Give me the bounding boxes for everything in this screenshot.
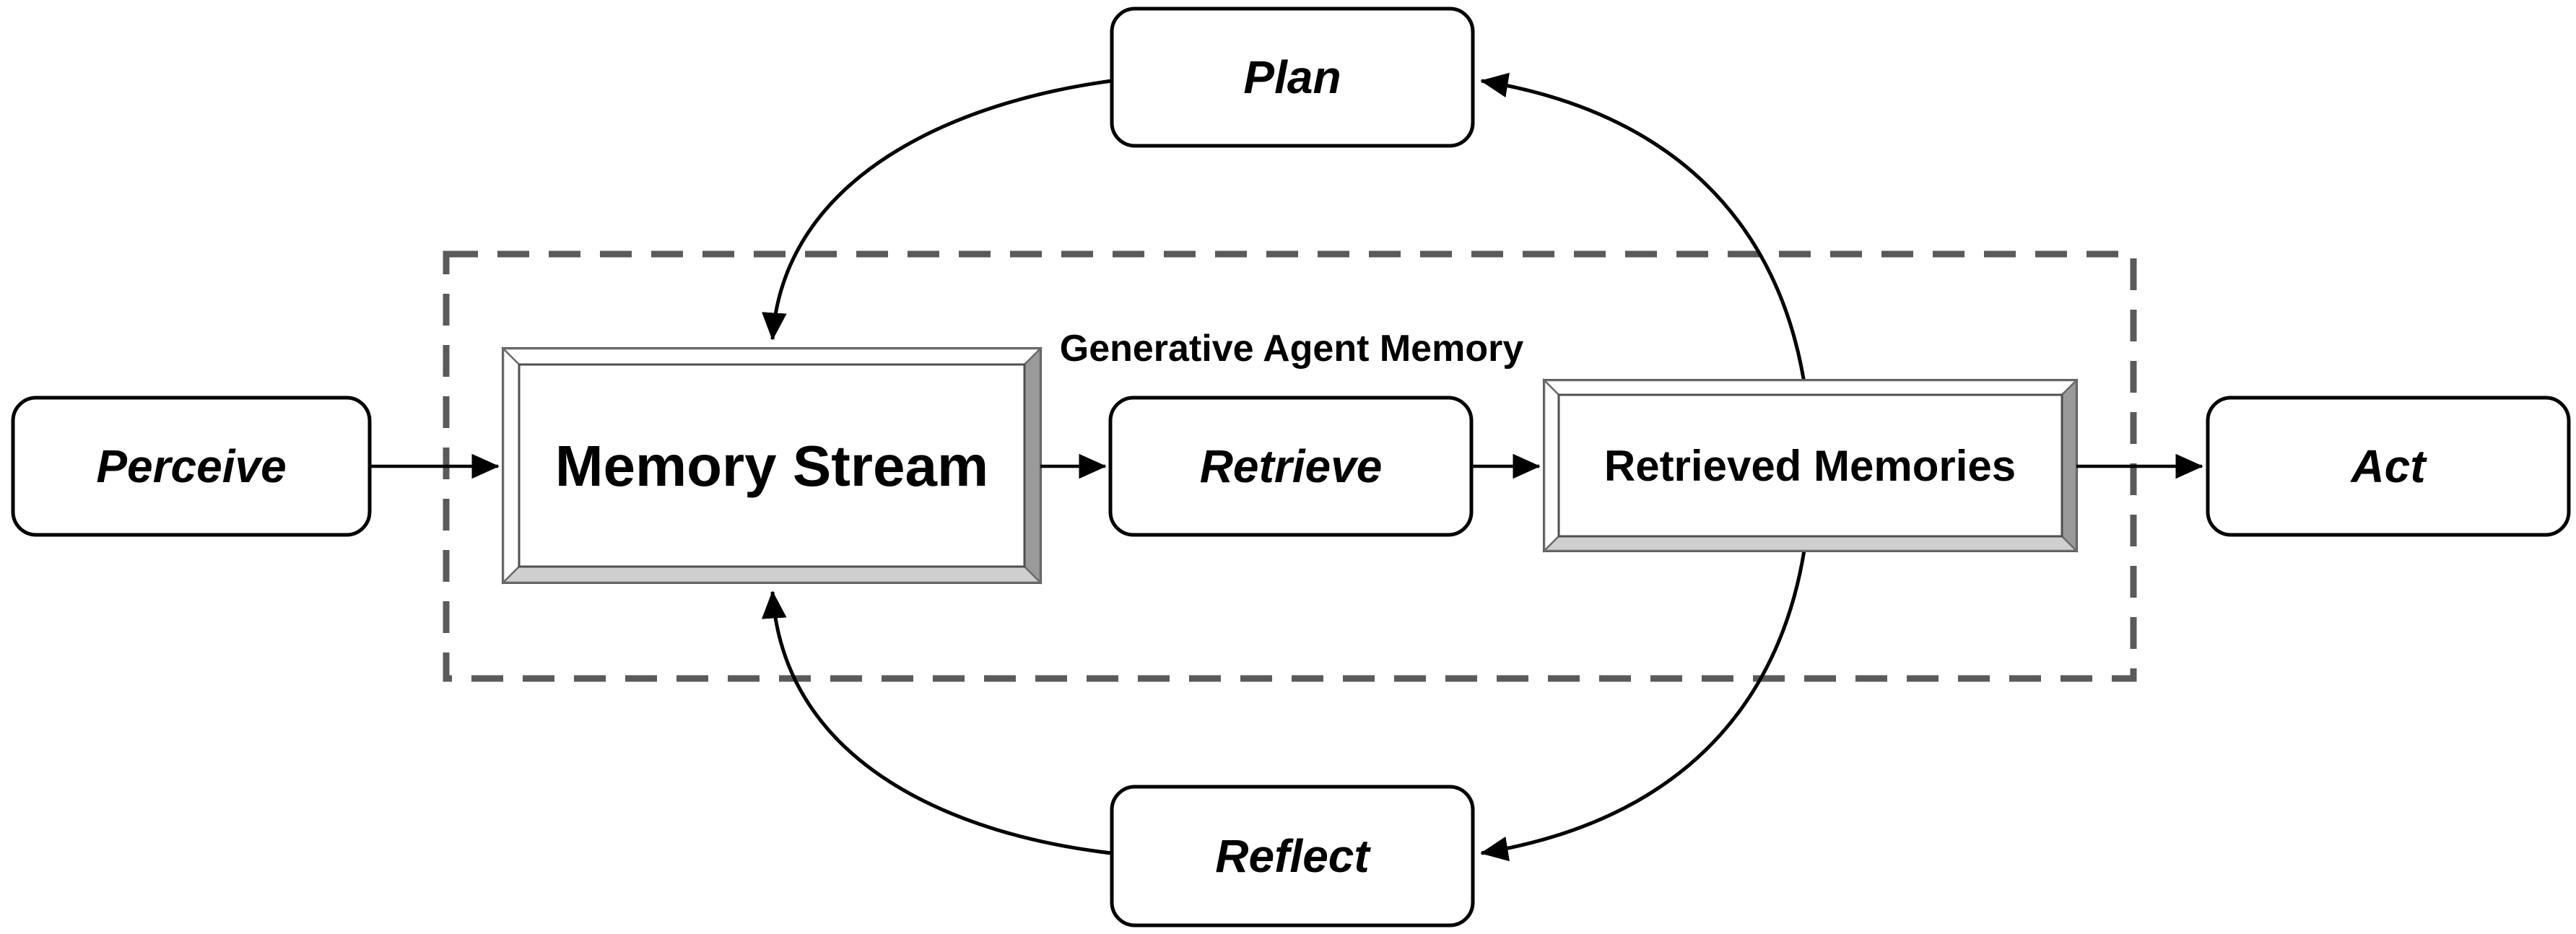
node-perceive: Perceive bbox=[11, 396, 372, 537]
act-box bbox=[2206, 396, 2571, 537]
memory-stream-inner-panel bbox=[518, 363, 1026, 568]
node-act: Act bbox=[2206, 396, 2571, 537]
reflect-box bbox=[1110, 785, 1475, 928]
node-plan: Plan bbox=[1110, 6, 1475, 148]
node-memory-stream: Memory Stream bbox=[500, 346, 1043, 585]
act-label: Act bbox=[2349, 440, 2427, 492]
node-retrieved-memories: Retrieved Memories bbox=[1541, 377, 2079, 554]
retrieved-memories-bevel-right bbox=[2061, 377, 2078, 554]
memory-stream-bevel-right bbox=[1023, 346, 1042, 585]
retrieved-memories-bevel-left bbox=[1543, 377, 1560, 554]
retrieved-memories-label: Retrieved Memories bbox=[1604, 442, 2016, 490]
reflect-label: Reflect bbox=[1215, 830, 1371, 882]
memory-stream-label: Memory Stream bbox=[555, 434, 988, 498]
curve-reflect-to-memory-stream bbox=[762, 590, 1113, 855]
memory-boundary-label: Generative Agent Memory bbox=[1060, 328, 1524, 370]
plan-box bbox=[1110, 6, 1475, 148]
memory-stream-bevel-bottom bbox=[500, 565, 1043, 584]
memory-stream-bevel-top bbox=[500, 347, 1043, 366]
curve-plan-to-memory-stream bbox=[762, 79, 1113, 341]
retrieved-memories-bevel-bottom bbox=[1541, 535, 2079, 552]
retrieve-label: Retrieve bbox=[1200, 440, 1383, 492]
node-reflect: Reflect bbox=[1110, 785, 1475, 928]
plan-label: Plan bbox=[1243, 51, 1341, 103]
memory-stream-bevel-left bbox=[502, 346, 521, 585]
perceive-label: Perceive bbox=[96, 440, 286, 492]
retrieved-memories-bevel-top bbox=[1541, 379, 2079, 396]
node-retrieve: Retrieve bbox=[1108, 396, 1474, 537]
retrieved-memories-inner-panel bbox=[1557, 393, 2063, 538]
